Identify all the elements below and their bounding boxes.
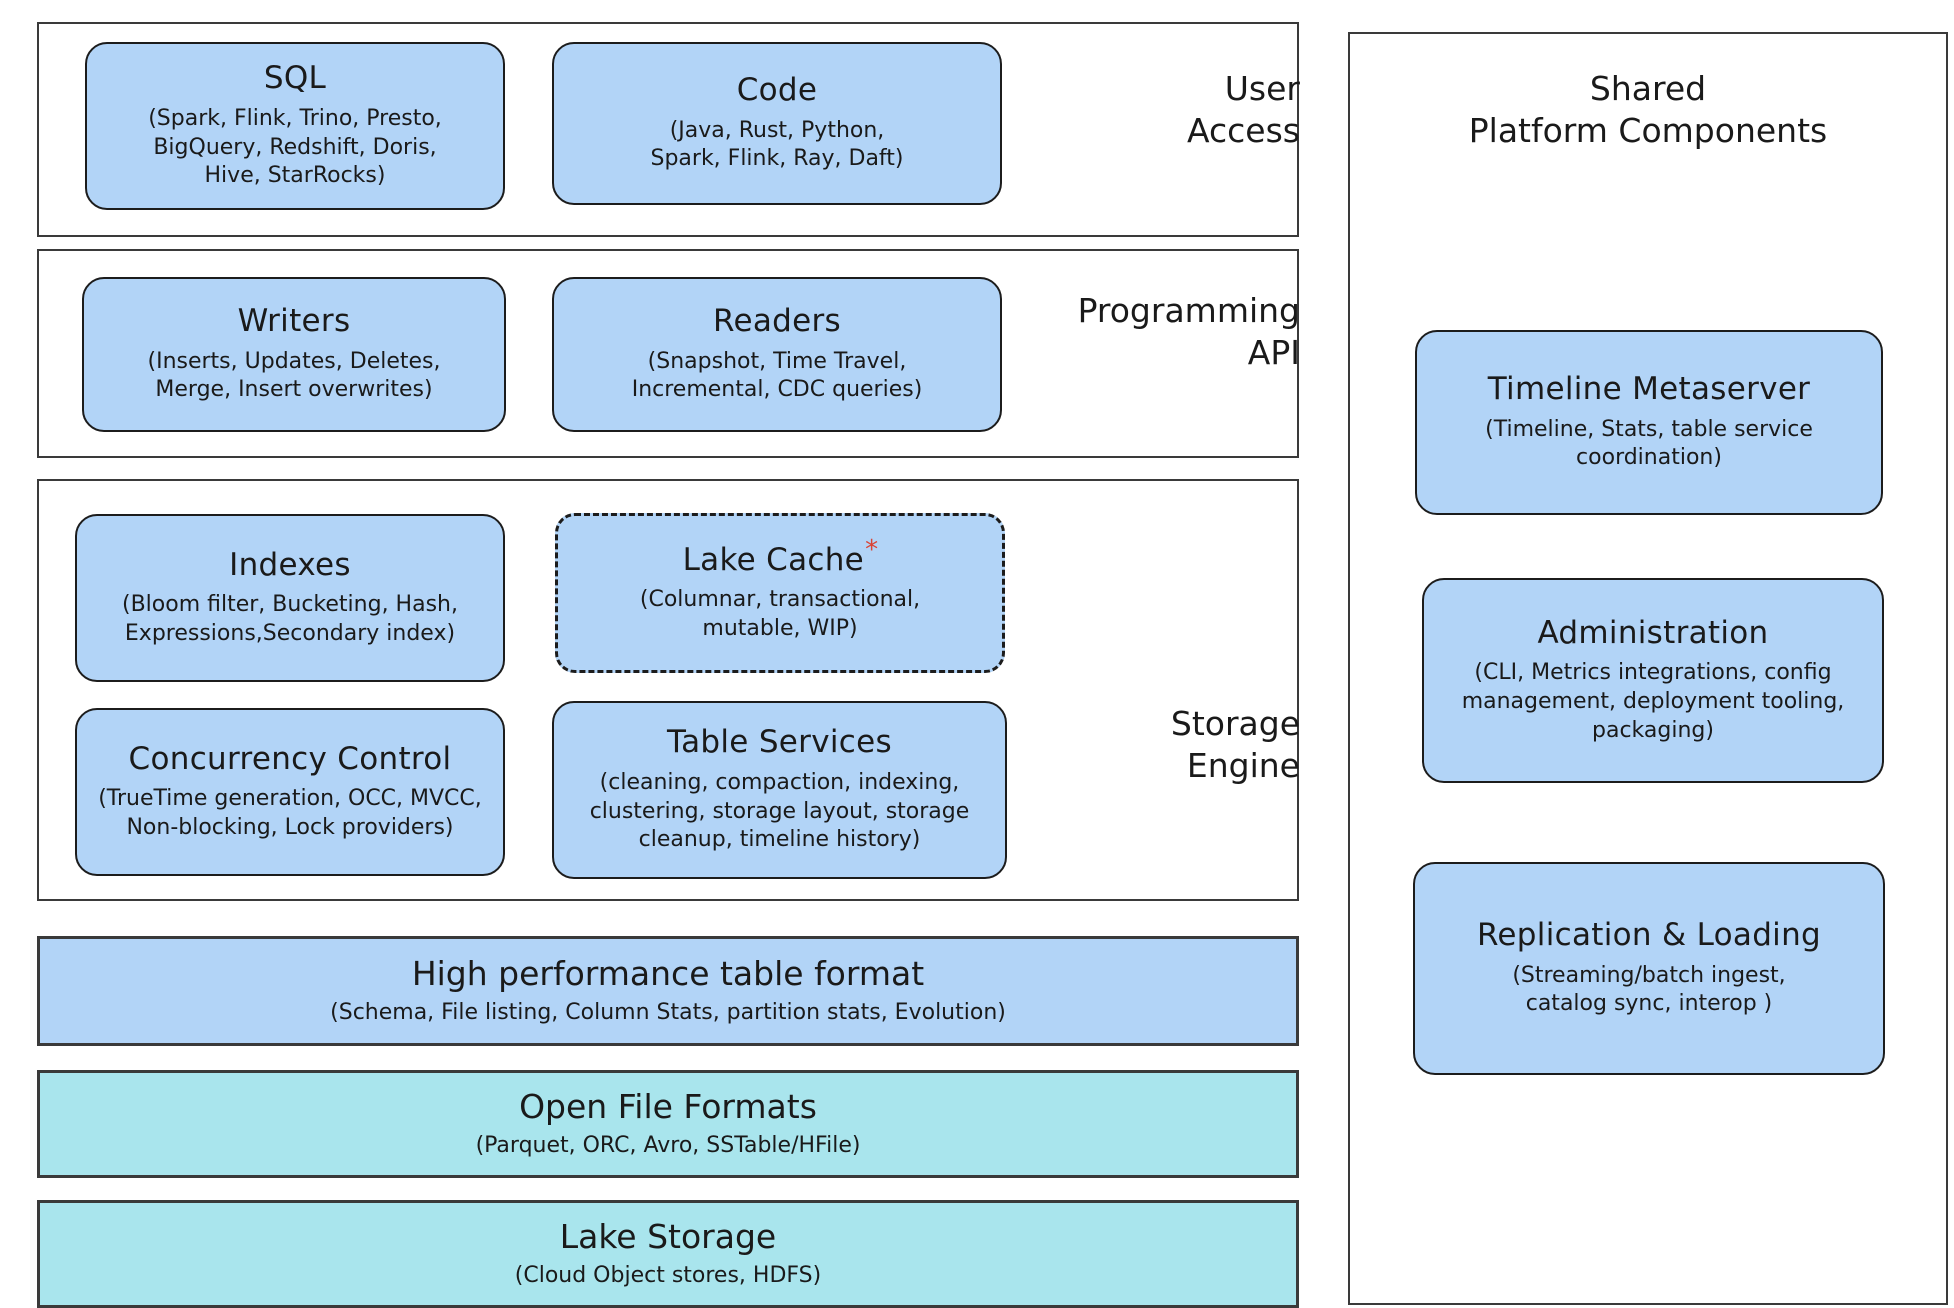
- node-timeline-metaserver[interactable]: Timeline Metaserver (Timeline, Stats, ta…: [1415, 330, 1883, 515]
- wip-asterisk-icon: *: [865, 534, 879, 565]
- node-replication-and-loading-subtitle: (Streaming/batch ingest, catalog sync, i…: [1512, 962, 1786, 1017]
- bar-lake-storage-title: Lake Storage: [559, 1216, 777, 1256]
- node-readers[interactable]: Readers (Snapshot, Time Travel, Incremen…: [552, 277, 1002, 432]
- node-code-title: Code: [736, 72, 818, 109]
- bar-open-file-formats-subtitle: (Parquet, ORC, Avro, SSTable/HFile): [475, 1132, 861, 1158]
- node-administration-subtitle: (CLI, Metrics integrations, config manag…: [1461, 660, 1845, 743]
- section-label-user-access: User Access: [1187, 69, 1300, 150]
- node-writers-title: Writers: [237, 303, 351, 340]
- bar-lake-storage-subtitle: (Cloud Object stores, HDFS): [514, 1262, 822, 1288]
- node-writers[interactable]: Writers (Inserts, Updates, Deletes, Merg…: [82, 277, 506, 432]
- panel-title-shared-platform-components: Shared Platform Components: [1468, 69, 1828, 151]
- section-label-storage-engine: Storage Engine: [1170, 704, 1300, 785]
- node-sql-title: SQL: [263, 60, 327, 97]
- node-timeline-metaserver-subtitle: (Timeline, Stats, table service coordina…: [1485, 416, 1813, 471]
- node-indexes-subtitle: (Bloom filter, Bucketing, Hash, Expressi…: [122, 592, 458, 646]
- node-concurrency-control-subtitle: (TrueTime generation, OCC, MVCC, Non-blo…: [98, 786, 482, 840]
- node-replication-and-loading[interactable]: Replication & Loading (Streaming/batch i…: [1413, 862, 1885, 1075]
- node-table-services[interactable]: Table Services (cleaning, compaction, in…: [552, 701, 1007, 879]
- node-timeline-metaserver-title: Timeline Metaserver: [1487, 371, 1811, 408]
- node-lake-cache-title-text: Lake Cache: [682, 541, 865, 578]
- node-concurrency-control-title: Concurrency Control: [128, 740, 452, 777]
- bar-high-performance-table-format[interactable]: High performance table format (Schema, F…: [37, 936, 1299, 1046]
- node-administration-title: Administration: [1537, 614, 1769, 651]
- bar-lake-storage[interactable]: Lake Storage (Cloud Object stores, HDFS): [37, 1200, 1299, 1308]
- node-sql-subtitle: (Spark, Flink, Trino, Presto, BigQuery, …: [148, 105, 442, 189]
- node-lake-cache-title: Lake Cache*: [682, 537, 878, 578]
- node-administration[interactable]: Administration (CLI, Metrics integration…: [1422, 578, 1884, 783]
- bar-table-format-subtitle: (Schema, File listing, Column Stats, par…: [330, 999, 1006, 1025]
- node-table-services-subtitle: (cleaning, compaction, indexing, cluster…: [589, 769, 970, 853]
- node-readers-subtitle: (Snapshot, Time Travel, Incremental, CDC…: [631, 348, 923, 403]
- bar-table-format-title: High performance table format: [411, 953, 925, 993]
- node-code-subtitle: (Java, Rust, Python, Spark, Flink, Ray, …: [650, 117, 904, 172]
- node-code[interactable]: Code (Java, Rust, Python, Spark, Flink, …: [552, 42, 1002, 205]
- node-writers-subtitle: (Inserts, Updates, Deletes, Merge, Inser…: [147, 348, 441, 403]
- bar-open-file-formats-title: Open File Formats: [519, 1086, 817, 1126]
- node-lake-cache[interactable]: Lake Cache* (Columnar, transactional, mu…: [555, 513, 1005, 673]
- node-indexes[interactable]: Indexes (Bloom filter, Bucketing, Hash, …: [75, 514, 505, 682]
- node-indexes-title: Indexes: [229, 546, 351, 583]
- node-replication-and-loading-title: Replication & Loading: [1476, 917, 1822, 954]
- node-table-services-title: Table Services: [667, 724, 892, 761]
- section-label-programming-api: Programming API: [1077, 291, 1300, 372]
- node-lake-cache-subtitle: (Columnar, transactional, mutable, WIP): [639, 587, 921, 641]
- node-sql[interactable]: SQL (Spark, Flink, Trino, Presto, BigQue…: [85, 42, 505, 210]
- bar-open-file-formats[interactable]: Open File Formats (Parquet, ORC, Avro, S…: [37, 1070, 1299, 1178]
- node-readers-title: Readers: [713, 303, 841, 340]
- node-concurrency-control[interactable]: Concurrency Control (TrueTime generation…: [75, 708, 505, 876]
